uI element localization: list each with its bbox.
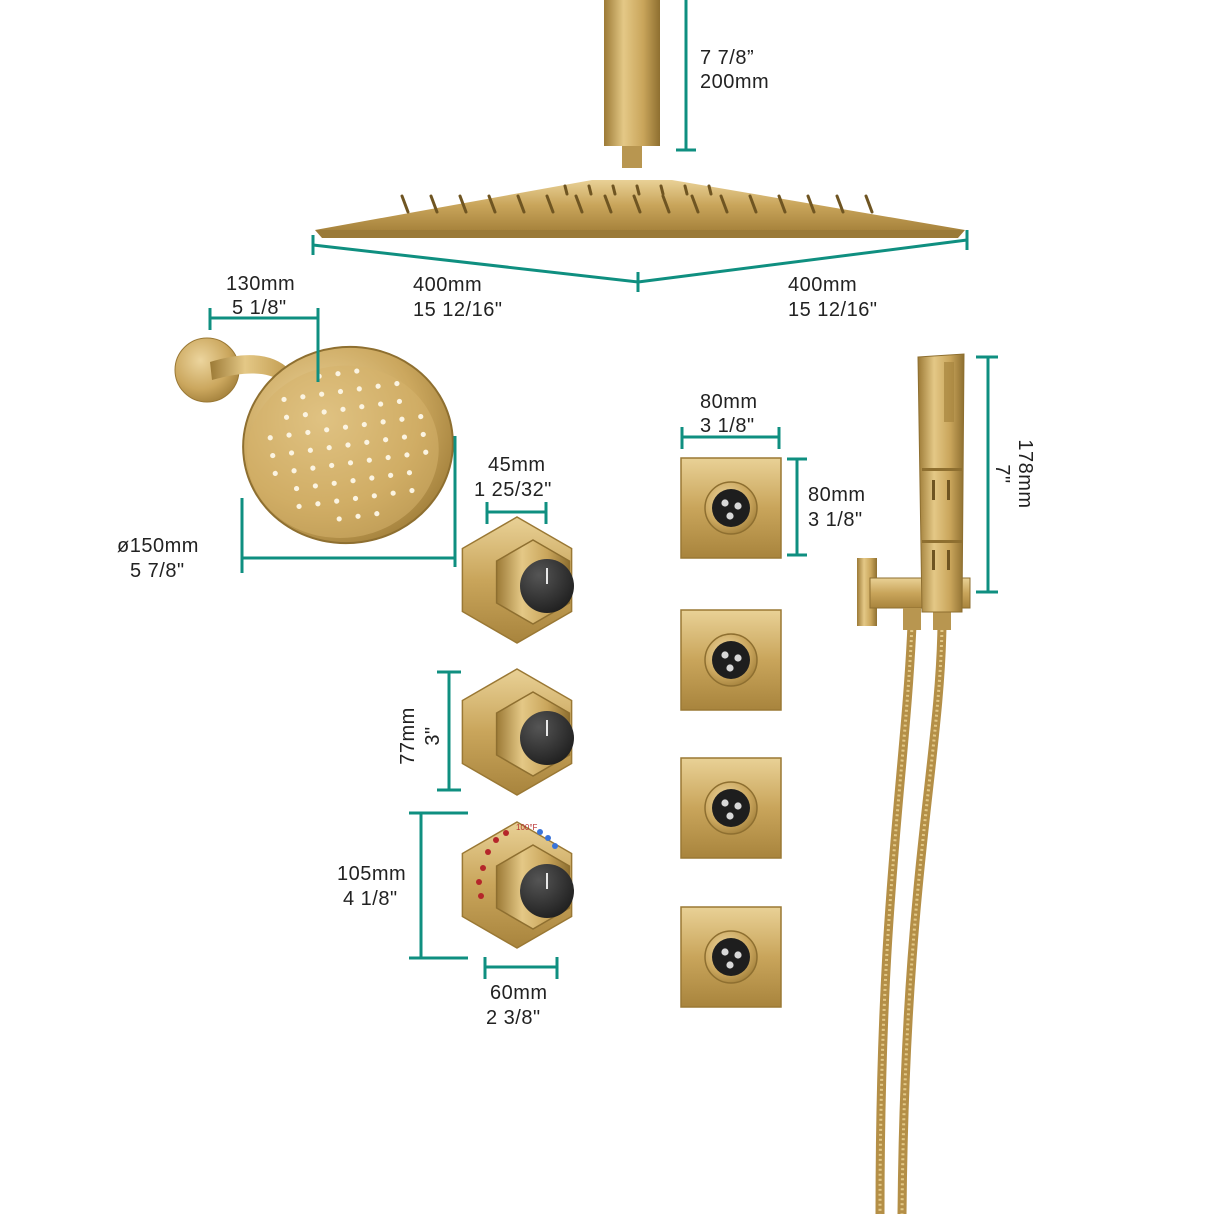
jet-width-imperial: 3 1/8"	[700, 415, 755, 437]
handle-width-imperial: 1 25/32"	[474, 479, 552, 501]
handheld-length-dimension	[976, 355, 998, 594]
rain-width-imperial: 15 12/16"	[413, 299, 502, 321]
arm-reach-imperial: 5 1/8"	[232, 297, 287, 319]
jet-height-dimension	[787, 457, 807, 557]
thermo-height-dimension	[409, 811, 468, 960]
handheld-shower-with-hose	[857, 353, 971, 1214]
thermo-height-metric: 105mm	[337, 863, 406, 885]
thermo-height-imperial: 4 1/8"	[343, 888, 398, 910]
shower-arm-dimension	[208, 308, 320, 382]
round-diameter-imperial: 5 7/8"	[130, 560, 185, 582]
ceiling-arm-dimension	[676, 0, 696, 152]
thermo-width-imperial: 2 3/8"	[486, 1007, 541, 1029]
jet-height-metric: 80mm	[808, 484, 866, 506]
thermo-width-metric: 60mm	[490, 982, 548, 1004]
round-diameter-metric: ø150mm	[117, 535, 199, 557]
handheld-length-metric: 178mm	[1014, 439, 1036, 508]
diverter-valve-handles	[461, 516, 574, 949]
square-rain-shower-head	[315, 180, 965, 238]
body-spray-jets	[680, 457, 782, 1008]
handheld-length-imperial: 7"	[991, 464, 1013, 483]
thermo-scale-label: 100°F	[516, 823, 538, 832]
rain-width-metric: 400mm	[413, 274, 482, 296]
round-head-diameter-dimension	[240, 436, 457, 573]
jet-height-imperial: 3 1/8"	[808, 509, 863, 531]
ceiling-arm	[604, 0, 660, 168]
round-shower-head	[174, 337, 454, 545]
jet-width-dimension	[680, 427, 781, 449]
handle-width-dimension	[485, 502, 548, 524]
ceiling-arm-metric: 7 7/8”	[700, 47, 754, 69]
handle-height-metric: 77mm	[397, 707, 419, 765]
arm-reach-metric: 130mm	[226, 273, 295, 295]
thermo-width-dimension	[483, 957, 559, 979]
handle-height-imperial: 3"	[422, 726, 444, 745]
rain-head-dimension-lines	[311, 230, 969, 292]
ceiling-arm-imperial: 200mm	[700, 71, 769, 93]
handle-height-dimension	[437, 670, 461, 792]
handle-width-metric: 45mm	[488, 454, 546, 476]
rain-depth-metric: 400mm	[788, 274, 857, 296]
rain-depth-imperial: 15 12/16"	[788, 299, 877, 321]
jet-width-metric: 80mm	[700, 391, 758, 413]
